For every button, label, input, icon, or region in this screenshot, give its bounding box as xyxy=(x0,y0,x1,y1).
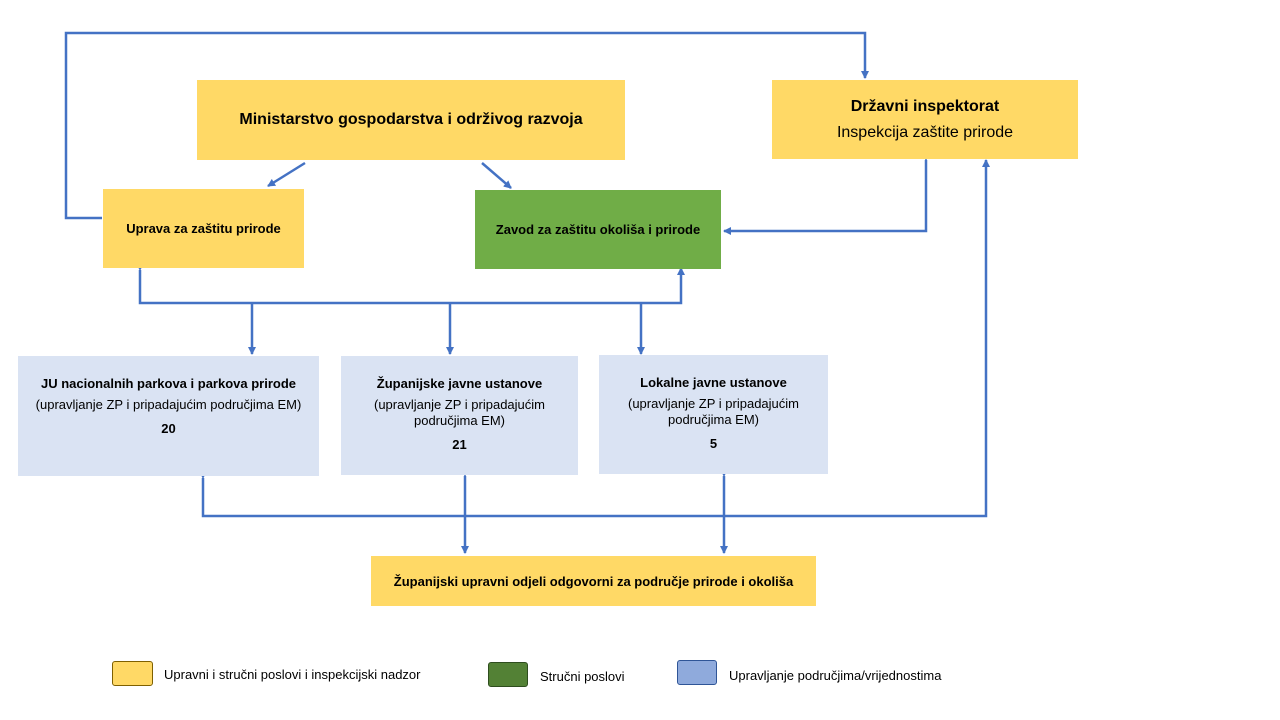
node-institute: Zavod za zaštitu okoliša i prirode xyxy=(475,190,721,269)
node-national-parks-title: JU nacionalnih parkova i parkova prirode xyxy=(40,376,297,391)
edge-bus-directorate-institute xyxy=(136,263,685,305)
legend-swatch-administrative xyxy=(112,661,153,686)
node-inspectorate-subtitle: Inspekcija zaštite prirode xyxy=(836,123,1014,141)
node-inspectorate: Državni inspektorat Inspekcija zaštite p… xyxy=(772,80,1078,159)
node-county-institutions-title: Županijske javne ustanove xyxy=(376,376,543,391)
node-directorate-title: Uprava za zaštitu prirode xyxy=(126,221,281,236)
node-directorate: Uprava za zaštitu prirode xyxy=(103,189,304,268)
node-county-departments: Županijski upravni odjeli odgovorni za p… xyxy=(371,556,816,606)
legend-label-administrative: Upravni i stručni poslovi i inspekcijski… xyxy=(164,667,421,682)
node-county-institutions-desc: (upravljanje ZP i pripadajućim područjim… xyxy=(373,397,545,428)
node-ministry-title: Ministarstvo gospodarstva i održivog raz… xyxy=(239,111,583,128)
node-county-institutions: Županijske javne ustanove (upravljanje Z… xyxy=(341,356,578,475)
node-county-departments-title: Županijski upravni odjeli odgovorni za p… xyxy=(393,573,794,589)
legend-swatch-management xyxy=(677,660,717,685)
node-local-institutions-count: 5 xyxy=(709,436,718,451)
node-institute-title: Zavod za zaštitu okoliša i prirode xyxy=(495,222,701,237)
node-ministry: Ministarstvo gospodarstva i održivog raz… xyxy=(197,80,625,160)
node-inspectorate-title: Državni inspektorat xyxy=(850,97,1000,115)
node-local-institutions-desc: (upravljanje ZP i pripadajućim područjim… xyxy=(627,396,799,427)
edge-lower-bus-inspectorate xyxy=(199,159,990,518)
legend-label-management: Upravljanje područjima/vrijednostima xyxy=(729,668,942,683)
node-local-institutions: Lokalne javne ustanove (upravljanje ZP i… xyxy=(599,355,828,474)
node-local-institutions-title: Lokalne javne ustanove xyxy=(640,375,787,390)
node-county-institutions-count: 21 xyxy=(452,437,467,452)
edge-ministry-directorate xyxy=(267,161,306,188)
node-national-parks-count: 20 xyxy=(161,421,176,436)
node-national-parks-desc: (upravljanje ZP i pripadajućim područjim… xyxy=(35,397,302,412)
node-national-parks: JU nacionalnih parkova i parkova prirode… xyxy=(18,356,319,476)
edge-inspectorate-institute xyxy=(723,153,930,235)
edge-ministry-institute xyxy=(481,162,512,189)
legend-swatch-professional xyxy=(488,662,528,687)
legend-label-professional: Stručni poslovi xyxy=(540,669,625,684)
edge-directorate-inspectorate xyxy=(64,31,869,220)
